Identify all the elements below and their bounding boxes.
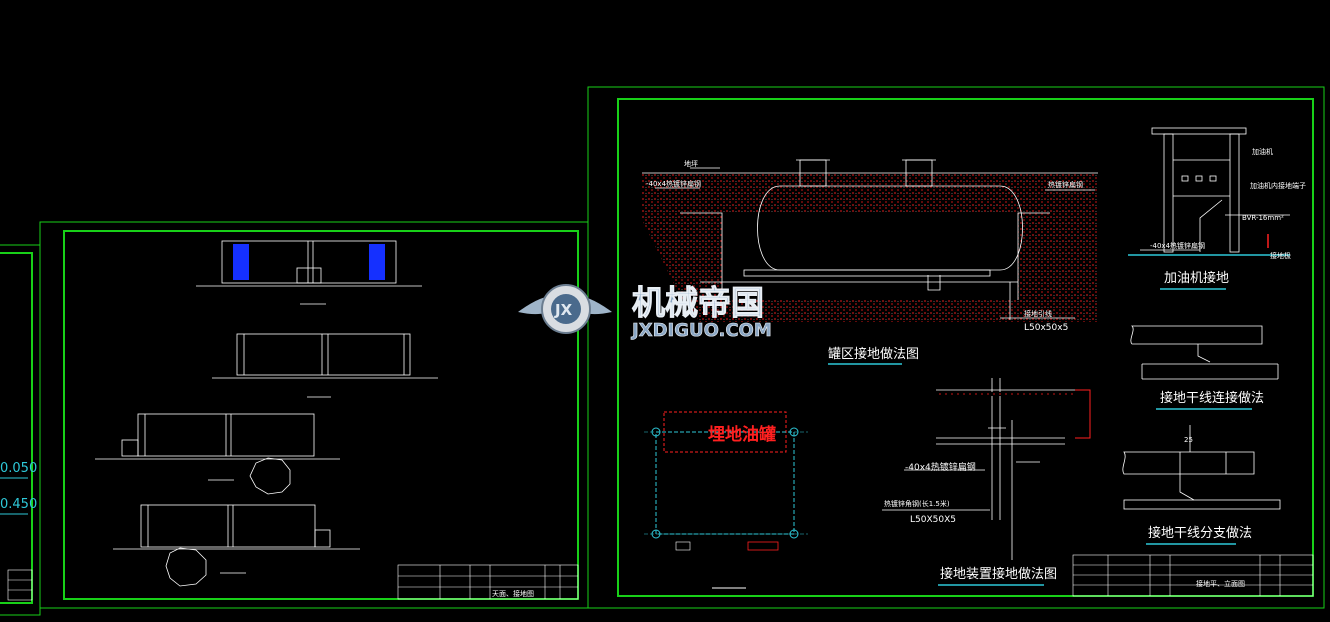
blue-panel-right <box>369 244 385 280</box>
dispenser-upper-label: 加油机内接地端子 <box>1250 181 1306 190</box>
elevation-2 <box>212 333 438 398</box>
galv-strip-label: -40x4热镀锌扁钢 <box>646 179 701 188</box>
dispenser-ground-point-label: 接地极 <box>1270 251 1291 260</box>
galv-strip-right-label: 热镀锌扁钢 <box>1048 180 1083 189</box>
branch-detail <box>1122 425 1281 510</box>
caption-tank-area: 罐区接地做法图 <box>828 346 919 362</box>
cap-label: 接地引线 <box>1024 309 1052 318</box>
caption-branch: 接地干线分支做法 <box>1148 525 1252 541</box>
caption-dispenser: 加油机接地 <box>1164 270 1229 286</box>
right-title-block <box>1072 554 1314 597</box>
left-value-2: 0.450 <box>0 497 37 512</box>
tank-section: 地坪 -40x4热镀锌扁钢 热镀锌扁钢 接地引线 L50x50x5 罐区接地做法… <box>642 159 1098 365</box>
watermark-en: JXDIGUO.COM <box>630 320 772 341</box>
middle-title-block <box>397 564 579 600</box>
middle-sheet: 天面、接地图 <box>39 221 589 609</box>
watermark-cn: 机械帝国 <box>632 283 764 322</box>
caption-trunk-connection: 接地干线连接做法 <box>1160 390 1264 406</box>
dispenser-wire-label: BVR-16mm² <box>1242 214 1284 222</box>
middle-title-text: 天面、接地图 <box>492 589 534 598</box>
dispenser-grounding <box>1140 127 1290 253</box>
elevation-3 <box>95 413 340 495</box>
dispenser-machine-label: 加油机 <box>1252 147 1273 156</box>
tank-plan-label: 埋地油罐 <box>708 424 776 445</box>
device-angle-label: 热镀锌角钢(长1.5米) <box>884 499 950 508</box>
right-title-text: 接地平、立面图 <box>1196 579 1245 588</box>
device-grounding <box>882 378 1075 560</box>
angle-steel-label: L50x50x5 <box>1024 323 1068 333</box>
watermark: JX 机械帝国 JXDIGUO.COM <box>518 283 772 341</box>
watermark-badge: JX <box>554 301 573 319</box>
blue-panel-left <box>233 244 249 280</box>
left-sheet: 0.050 0.450 <box>0 244 41 616</box>
trunk-connection <box>1130 325 1279 380</box>
left-value-1: 0.050 <box>0 461 37 476</box>
tank-plan <box>644 411 808 589</box>
branch-dim: 25 <box>1184 436 1193 444</box>
right-sheet: 地坪 -40x4热镀锌扁钢 热镀锌扁钢 接地引线 L50x50x5 罐区接地做法… <box>587 86 1325 609</box>
caption-device: 接地装置接地做法图 <box>940 566 1057 582</box>
elevation-4 <box>113 504 360 587</box>
device-strip-label: -40x4热镀锌扁钢 <box>905 461 976 473</box>
ground-label: 地坪 <box>684 159 698 168</box>
dispenser-strip-label: -40x4热镀锌扁钢 <box>1150 241 1205 250</box>
watermark-logo: JX <box>518 284 612 334</box>
elevation-1 <box>196 240 422 305</box>
device-angle-size: L50X50X5 <box>910 515 956 525</box>
